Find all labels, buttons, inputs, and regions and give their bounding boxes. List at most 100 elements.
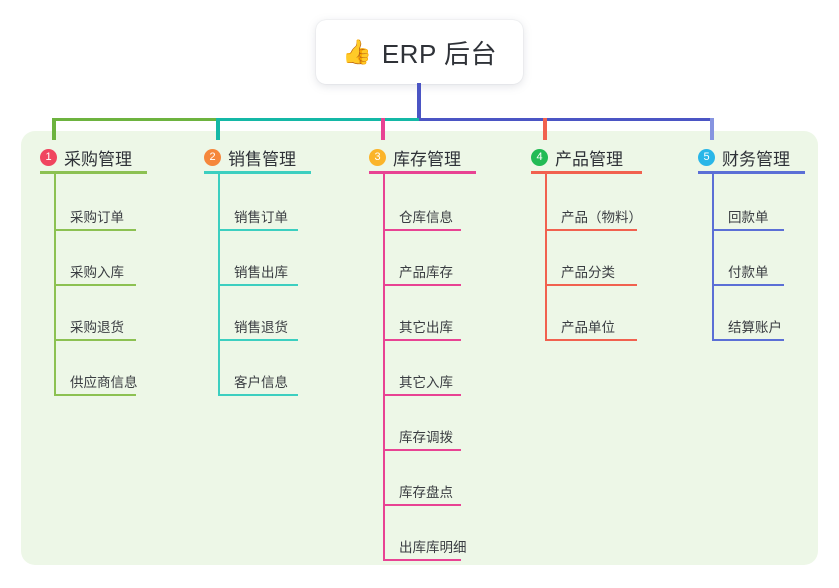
branch-rail	[383, 174, 385, 561]
branch-number-badge: 3	[369, 148, 386, 166]
branch-item[interactable]: 客户信息	[204, 359, 298, 414]
branch-item[interactable]: 其它入库	[369, 359, 461, 414]
branch-item-rule	[218, 394, 298, 396]
branch-title: 采购管理	[64, 149, 132, 169]
connector-drop-1	[52, 118, 56, 140]
branch-item-label: 产品分类	[561, 265, 615, 280]
branch-rail	[712, 174, 714, 341]
branch-header-rule	[40, 171, 147, 174]
branch-item-rule	[54, 229, 136, 231]
branch-header-rule	[698, 171, 805, 174]
branch-item[interactable]: 销售出库	[204, 249, 298, 304]
branch-title: 财务管理	[722, 149, 790, 169]
branch-item-label: 出库库明细	[399, 540, 467, 555]
branch-header-rule	[369, 171, 476, 174]
branch-item-label: 库存调拨	[399, 430, 453, 445]
branch-item-list-2: 销售订单销售出库销售退货客户信息	[204, 174, 298, 414]
connector-drop-3	[381, 118, 385, 140]
branch-item-rule	[218, 339, 298, 341]
branch-item-rule	[383, 504, 461, 506]
branch-item-rule	[383, 229, 461, 231]
branch-item-rule	[712, 284, 784, 286]
branch-header-rule	[531, 171, 642, 174]
branch-item[interactable]: 采购订单	[40, 194, 136, 249]
root-node[interactable]: 👍 ERP 后台	[316, 20, 523, 84]
branch-number-badge: 1	[40, 148, 57, 166]
branch-item[interactable]: 付款单	[698, 249, 790, 304]
branch-item-label: 销售出库	[234, 265, 288, 280]
branch-item-label: 回款单	[728, 210, 769, 225]
branch-item[interactable]: 采购退货	[40, 304, 136, 359]
branch-item-label: 产品（物料）	[561, 210, 642, 225]
branch-item-list-1: 采购订单采购入库采购退货供应商信息	[40, 174, 138, 414]
connector-bus-teal	[218, 118, 419, 121]
branch-item-label: 供应商信息	[70, 375, 138, 390]
branch-item[interactable]: 销售退货	[204, 304, 298, 359]
branch-item-rule	[54, 284, 136, 286]
branch-title: 库存管理	[393, 149, 461, 169]
branch-item[interactable]: 库存盘点	[369, 469, 461, 524]
branch-header-rule	[204, 171, 311, 174]
branch-item-rule	[54, 394, 136, 396]
branch-item-label: 产品库存	[399, 265, 453, 280]
branch-item[interactable]: 回款单	[698, 194, 790, 249]
root-node-label: ERP 后台	[381, 38, 498, 69]
branch-item-label: 付款单	[728, 265, 769, 280]
branch-item[interactable]: 库存调拨	[369, 414, 461, 469]
branch-item[interactable]: 产品（物料）	[531, 194, 642, 249]
connector-bus-green	[52, 118, 218, 121]
branch-item-rule	[545, 229, 637, 231]
branch-header-5[interactable]: 5 财务管理	[698, 140, 805, 174]
branch-item[interactable]: 采购入库	[40, 249, 136, 304]
branch-item[interactable]: 结算账户	[698, 304, 790, 359]
connector-trunk	[417, 83, 421, 121]
branch-item[interactable]: 销售订单	[204, 194, 298, 249]
connector-drop-2	[216, 118, 220, 140]
branch-header-1[interactable]: 1 采购管理	[40, 140, 147, 174]
branch-item[interactable]: 产品单位	[531, 304, 637, 359]
branch-item-rule	[218, 229, 298, 231]
branch-column-5: 5 财务管理回款单付款单结算账户	[698, 140, 805, 359]
branch-number-badge: 2	[204, 148, 221, 166]
branch-item[interactable]: 供应商信息	[40, 359, 138, 414]
connector-bus-blue	[419, 118, 714, 121]
branch-item-label: 销售退货	[234, 320, 288, 335]
branch-item[interactable]: 产品库存	[369, 249, 461, 304]
branch-item-label: 仓库信息	[399, 210, 453, 225]
branch-item[interactable]: 出库库明细	[369, 524, 467, 579]
connector-drop-4	[543, 118, 547, 140]
branch-item-label: 采购入库	[70, 265, 124, 280]
branch-item-rule	[383, 284, 461, 286]
branch-item[interactable]: 仓库信息	[369, 194, 461, 249]
branch-item-list-3: 仓库信息产品库存其它出库其它入库库存调拨库存盘点出库库明细	[369, 174, 467, 579]
branch-item-label: 其它入库	[399, 375, 453, 390]
diagram-panel	[21, 131, 818, 565]
branch-item-label: 客户信息	[234, 375, 288, 390]
branch-item-label: 其它出库	[399, 320, 453, 335]
branch-header-3[interactable]: 3 库存管理	[369, 140, 476, 174]
branch-column-1: 1 采购管理采购订单采购入库采购退货供应商信息	[40, 140, 147, 414]
branch-item-rule	[712, 339, 784, 341]
branch-item-rule	[545, 339, 637, 341]
branch-item-rule	[54, 339, 136, 341]
branch-item-label: 结算账户	[728, 320, 782, 335]
branch-number-badge: 5	[698, 148, 715, 166]
branch-item-label: 库存盘点	[399, 485, 453, 500]
branch-item-rule	[383, 449, 461, 451]
branch-item-label: 采购退货	[70, 320, 124, 335]
branch-item-rule	[383, 559, 461, 561]
branch-item-list-4: 产品（物料） 产品分类产品单位	[531, 174, 642, 359]
branch-item-rule	[712, 229, 784, 231]
branch-item-rule	[545, 284, 637, 286]
branch-title: 产品管理	[555, 149, 623, 169]
branch-item-label: 销售订单	[234, 210, 288, 225]
branch-item-label: 采购订单	[70, 210, 124, 225]
branch-item-label: 产品单位	[561, 320, 615, 335]
branch-item[interactable]: 其它出库	[369, 304, 461, 359]
connector-drop-5	[710, 118, 714, 140]
branch-item[interactable]: 产品分类	[531, 249, 637, 304]
